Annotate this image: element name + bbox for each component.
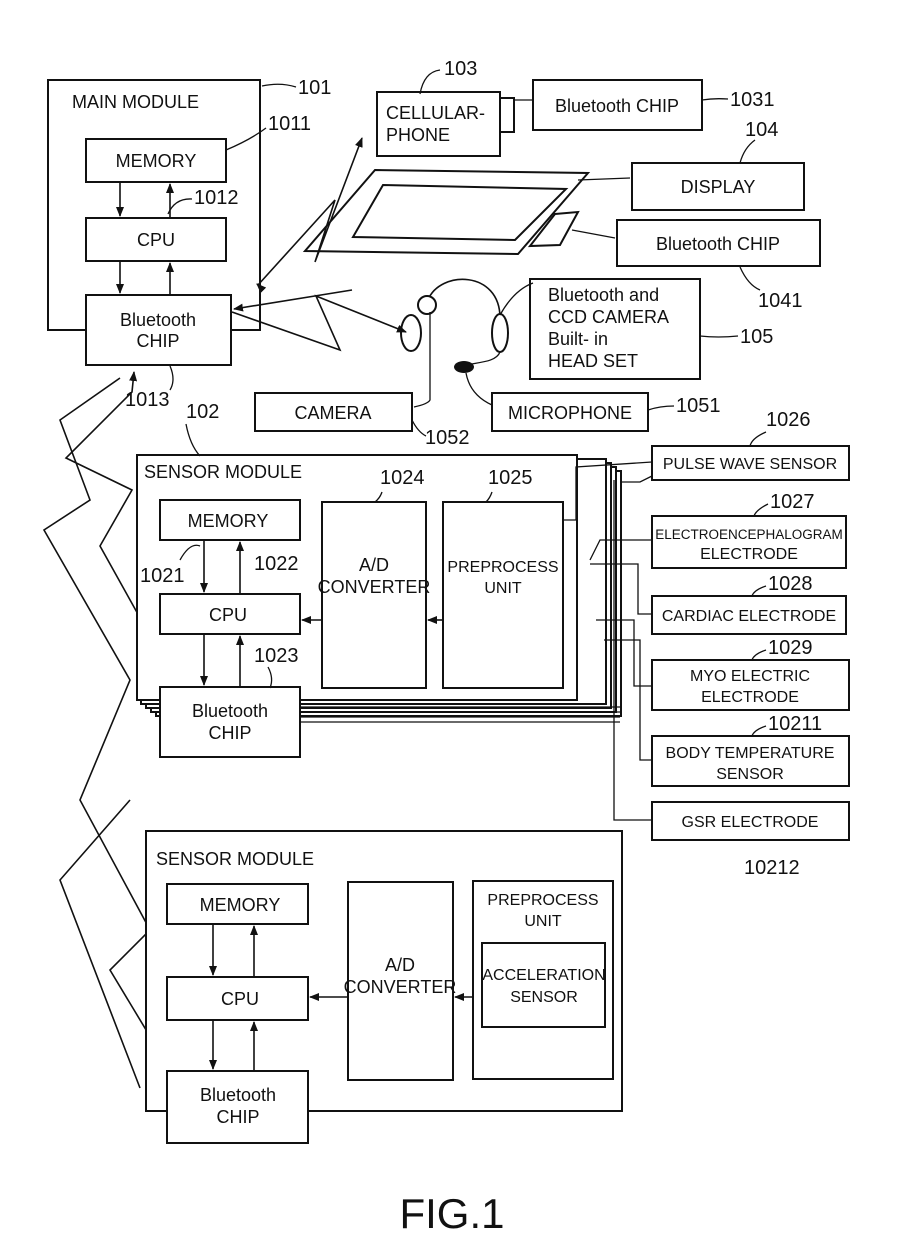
ref-1029: 1029 xyxy=(768,637,813,659)
sensor-body-temp-label-2: SENSOR xyxy=(716,766,784,783)
sensor1-memory-label: MEMORY xyxy=(188,511,269,531)
main-module: MAIN MODULE MEMORY CPU Bluetooth CHIP xyxy=(48,80,260,365)
ref-1011: 1011 xyxy=(268,113,311,135)
sensor1-ad-label-2: CONVERTER xyxy=(318,577,431,597)
ref-10211: 10211 xyxy=(768,713,822,735)
sensor2-memory-label: MEMORY xyxy=(200,895,281,915)
main-bluetooth-label-1: Bluetooth xyxy=(120,310,196,330)
main-cpu-label: CPU xyxy=(137,230,175,250)
ref-101: 101 xyxy=(298,77,331,99)
headset-label-2: CCD CAMERA xyxy=(548,307,669,327)
cellular-label-2: PHONE xyxy=(386,125,450,145)
ref-102: 102 xyxy=(186,401,219,423)
sensor-gsr-label: GSR ELECTRODE xyxy=(682,814,819,831)
sensor-module-2: SENSOR MODULE MEMORY CPU Bluetooth CHIP … xyxy=(146,831,622,1143)
microphone-icon xyxy=(454,361,474,373)
sensor2-preprocess-label-1: PREPROCESS xyxy=(487,892,598,909)
sensor-eeg-label-1: ELECTROENCEPHALOGRAM xyxy=(655,527,843,542)
sensor-myo-label-2: ELECTRODE xyxy=(701,689,799,706)
main-module-title: MAIN MODULE xyxy=(72,92,199,112)
ref-1028: 1028 xyxy=(768,573,813,595)
cellular-chip-tab xyxy=(500,98,514,132)
ref-10212: 10212 xyxy=(744,857,800,879)
ref-103: 103 xyxy=(444,58,477,80)
ref-1026: 1026 xyxy=(766,409,811,431)
ref-1022: 1022 xyxy=(254,553,299,575)
sensor2-cpu-label: CPU xyxy=(221,989,259,1009)
sensor2-accel-label-1: ACCELERATION xyxy=(482,967,605,984)
sensor-eeg-label-2: ELECTRODE xyxy=(700,546,798,563)
cellular-label-1: CELLULAR- xyxy=(386,103,485,123)
headset-label-3: Built- in xyxy=(548,329,608,349)
figure-label: FIG.1 xyxy=(399,1190,504,1237)
sensor2-ad-label-1: A/D xyxy=(385,955,415,975)
cellular-bluetooth-label: Bluetooth CHIP xyxy=(555,96,679,116)
display-device: DISPLAY Bluetooth CHIP xyxy=(305,163,820,266)
ref-1024: 1024 xyxy=(380,467,425,489)
main-bluetooth-label-2: CHIP xyxy=(136,331,179,351)
headset-label-1: Bluetooth and xyxy=(548,285,659,305)
ref-105: 105 xyxy=(740,326,773,348)
ref-1025: 1025 xyxy=(488,467,533,489)
sensor2-accel-box xyxy=(482,943,605,1027)
ref-104: 104 xyxy=(745,119,778,141)
sensor2-preprocess-label-2: UNIT xyxy=(524,913,562,930)
display-label: DISPLAY xyxy=(681,177,756,197)
ref-1021: 1021 xyxy=(140,565,185,587)
ref-1052: 1052 xyxy=(425,427,470,449)
sensor2-bluetooth-label-1: Bluetooth xyxy=(200,1085,276,1105)
ref-1041: 1041 xyxy=(758,290,803,312)
sensor1-ad-label-1: A/D xyxy=(359,555,389,575)
sensor-pulse-wave-label: PULSE WAVE SENSOR xyxy=(663,456,837,473)
ref-1012: 1012 xyxy=(194,187,239,209)
sensor1-bluetooth-label-2: CHIP xyxy=(208,723,251,743)
sensor1-bluetooth-label-1: Bluetooth xyxy=(192,701,268,721)
ref-1031: 1031 xyxy=(730,89,775,111)
sensor2-accel-label-2: SENSOR xyxy=(510,989,578,1006)
sensor-myo-label-1: MYO ELECTRIC xyxy=(690,668,810,685)
ref-1027: 1027 xyxy=(770,491,815,513)
microphone-label: MICROPHONE xyxy=(508,403,632,423)
display-bluetooth-label: Bluetooth CHIP xyxy=(656,234,780,254)
sensor-cardiac-label: CARDIAC ELECTRODE xyxy=(662,608,836,625)
sensor2-title: SENSOR MODULE xyxy=(156,849,314,869)
main-memory-label: MEMORY xyxy=(116,151,197,171)
ref-1023: 1023 xyxy=(254,645,299,667)
sensor-body-temp-label-1: BODY TEMPERATURE xyxy=(666,745,835,762)
cellular-phone: CELLULAR- PHONE Bluetooth CHIP xyxy=(377,80,702,156)
sensor2-bluetooth-label-2: CHIP xyxy=(216,1107,259,1127)
sensor2-ad-label-2: CONVERTER xyxy=(344,977,457,997)
headset: Bluetooth and CCD CAMERA Built- in HEAD … xyxy=(255,279,700,431)
main-bluetooth-box xyxy=(86,295,231,365)
sensor1-bluetooth-box xyxy=(160,687,300,757)
sensor1-title: SENSOR MODULE xyxy=(144,462,302,482)
sensor1-preprocess-label-1: PREPROCESS xyxy=(447,559,558,576)
ref-1051: 1051 xyxy=(676,395,721,417)
headset-label-4: HEAD SET xyxy=(548,351,638,371)
sensor1-cpu-label: CPU xyxy=(209,605,247,625)
camera-label: CAMERA xyxy=(294,403,371,423)
sensor1-preprocess-label-2: UNIT xyxy=(484,580,522,597)
sensor-module-1: SENSOR MODULE MEMORY CPU Bluetooth CHIP … xyxy=(137,455,621,757)
